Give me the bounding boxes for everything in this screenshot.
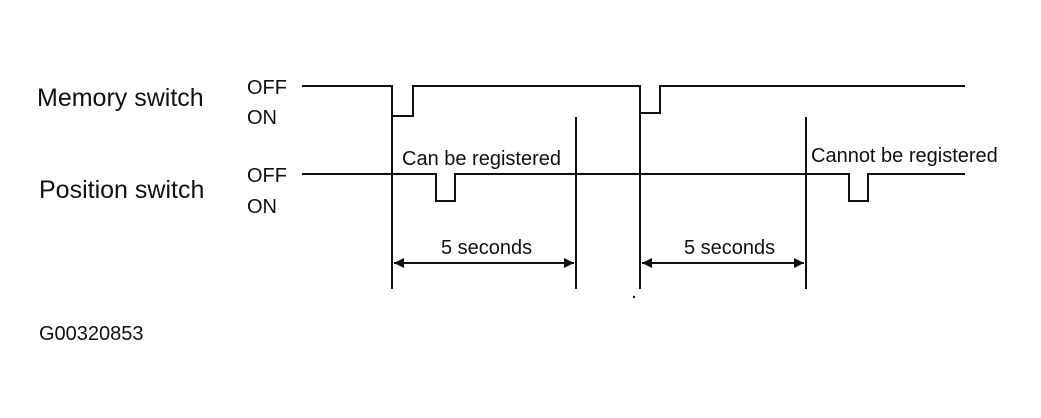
stray-dot [632,295,636,299]
interval-label-2: 5 seconds [684,237,775,259]
cannot-be-registered-annotation: Cannot be registered [811,145,998,167]
memory-switch-label: Memory switch [37,84,204,112]
position-switch-waveform [302,173,965,202]
can-be-registered-annotation: Can be registered [402,148,561,170]
memory-off-level-label: OFF [247,77,287,99]
memory-on-level-label: ON [247,107,277,129]
memory-switch-waveform [302,85,965,117]
position-off-level-label: OFF [247,165,287,187]
position-switch-label: Position switch [39,176,204,204]
position-on-level-label: ON [247,196,277,218]
interval-label-1: 5 seconds [441,237,532,259]
figure-id: G00320853 [39,323,144,345]
